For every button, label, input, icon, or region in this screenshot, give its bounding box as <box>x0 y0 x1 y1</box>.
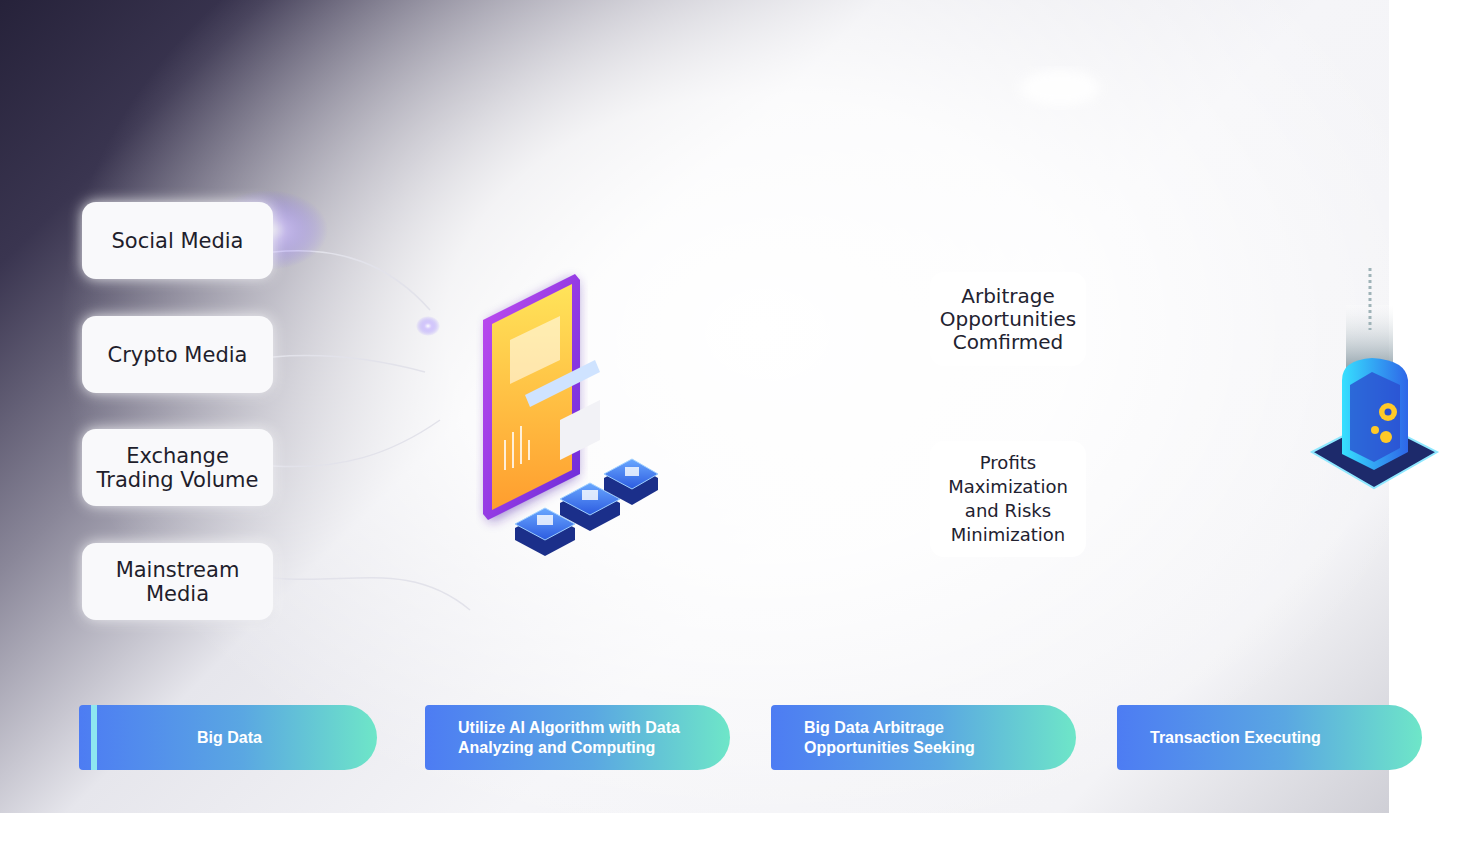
cube-icons <box>515 459 658 556</box>
node-label: Exchange Trading Volume <box>92 444 263 492</box>
background-gradient <box>0 0 1389 813</box>
light-glow <box>416 316 440 336</box>
screen-card <box>525 360 600 407</box>
flow-line <box>273 355 425 372</box>
node-label: Utilize AI Algorithm with Data Analyzing… <box>458 718 700 758</box>
stage-pill: Big Data Arbitrage Opportunities Seeking <box>771 705 1076 770</box>
source-box: Exchange Trading Volume <box>82 429 273 506</box>
stage-pill: Utilize AI Algorithm with Data Analyzing… <box>425 705 730 770</box>
node-label: Transaction Executing <box>1150 728 1392 748</box>
node-label: Arbitrage Opportunities Comfirmed <box>936 285 1080 354</box>
node-label: Crypto Media <box>108 343 248 367</box>
source-lines <box>273 251 470 610</box>
gear <box>1380 431 1392 443</box>
source-box: Social Media <box>82 202 273 279</box>
result-box: Arbitrage Opportunities Comfirmed <box>930 272 1086 366</box>
stage-pill: Big Data <box>79 705 377 770</box>
node-label: Profits Maximization and Risks Minimizat… <box>936 451 1080 547</box>
screen-card <box>560 400 600 460</box>
bar <box>512 432 514 468</box>
gear <box>1371 426 1379 434</box>
server-illustration <box>1312 268 1437 488</box>
stage-pill: Transaction Executing <box>1117 705 1422 770</box>
server-tower <box>1342 358 1408 470</box>
bar <box>504 440 506 470</box>
icon-glyph <box>625 467 639 476</box>
cube <box>604 459 658 489</box>
bar <box>520 426 522 464</box>
screen-card <box>510 316 560 384</box>
node-label: Big Data <box>197 728 262 748</box>
source-box: Crypto Media <box>82 316 273 393</box>
icon-glyph <box>582 490 598 500</box>
server-panel <box>1350 372 1400 462</box>
icon-glyph <box>537 515 553 525</box>
data-stream <box>1369 268 1372 330</box>
light-glow <box>1020 70 1100 106</box>
phone-illustration <box>483 274 658 556</box>
accent-stripe <box>91 705 97 770</box>
gear-hole <box>1385 409 1392 416</box>
bar <box>528 440 530 460</box>
node-label: Big Data Arbitrage Opportunities Seeking <box>804 718 1046 758</box>
flow-line <box>273 420 440 467</box>
flow-line <box>273 578 470 610</box>
gear <box>1379 403 1397 421</box>
node-label: Mainstream Media <box>92 558 263 606</box>
node-label: Social Media <box>111 229 243 253</box>
result-box: Profits Maximization and Risks Minimizat… <box>930 441 1086 557</box>
source-box: Mainstream Media <box>82 543 273 620</box>
